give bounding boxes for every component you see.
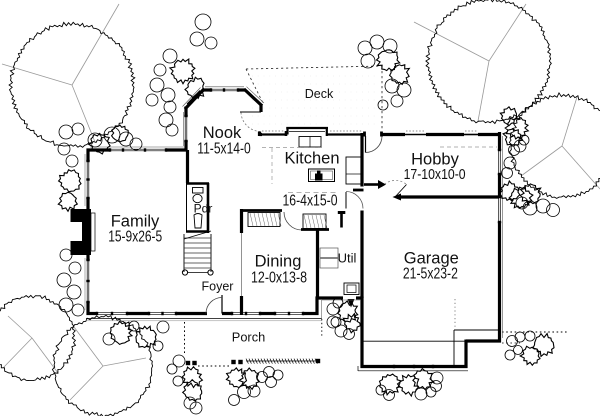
- svg-text:16-4x15-0: 16-4x15-0: [283, 192, 338, 209]
- svg-text:Kitchen: Kitchen: [284, 149, 339, 167]
- svg-text:Garage: Garage: [404, 249, 459, 267]
- svg-text:Hobby: Hobby: [411, 150, 459, 168]
- svg-text:Pdr: Pdr: [194, 202, 213, 216]
- svg-text:21-5x23-2: 21-5x23-2: [403, 266, 458, 283]
- svg-text:11-5x14-0: 11-5x14-0: [197, 140, 251, 157]
- svg-text:Util: Util: [338, 251, 357, 266]
- svg-text:Foyer: Foyer: [202, 279, 234, 293]
- svg-text:15-9x26-5: 15-9x26-5: [108, 228, 162, 245]
- svg-text:17-10x10-0: 17-10x10-0: [404, 166, 466, 183]
- svg-text:Nook: Nook: [203, 124, 242, 142]
- svg-text:12-0x13-8: 12-0x13-8: [251, 269, 307, 286]
- svg-text:Family: Family: [111, 212, 160, 230]
- svg-text:Deck: Deck: [305, 87, 334, 101]
- svg-text:Porch: Porch: [232, 329, 265, 344]
- svg-text:Dining: Dining: [255, 253, 302, 271]
